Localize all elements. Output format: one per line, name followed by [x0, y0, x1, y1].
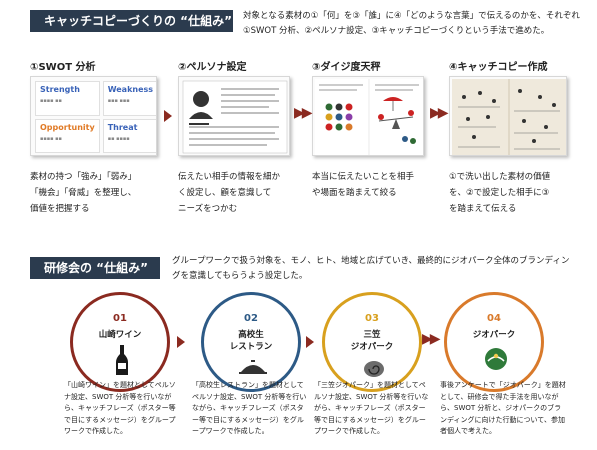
workshop-label: 三笠ジオパーク	[350, 330, 394, 352]
wine-bottle-icon	[116, 345, 128, 375]
workshop-number: 01	[113, 313, 127, 324]
swot-opportunity: Opportunity▪▪▪▪ ▪▪	[35, 118, 100, 153]
step-title-balance: ③ダイジ度天秤	[312, 62, 381, 73]
workshop-circle-1: 01 山崎ワイン	[70, 292, 170, 392]
fossil-icon	[364, 361, 384, 377]
workshop-label: 山崎ワイン	[98, 330, 142, 340]
balance-sheet-image	[315, 79, 423, 155]
section1-intro: 対象となる素材の①「何」を③「誰」に④「どのような言葉」で伝えるのかを、それぞれ…	[243, 11, 580, 36]
step-desc-balance: 本当に伝えたいことを相手や場面を踏まえて絞る	[312, 172, 415, 198]
section2-header: 研修会の “仕組み”	[30, 257, 160, 279]
persona-thumbnail	[178, 76, 290, 156]
workshop-number: 03	[365, 313, 379, 324]
swot-weakness: Weakness▪▪▪ ▪▪▪	[102, 81, 156, 116]
step-arrow-1	[164, 110, 172, 122]
workshop-label: 高校生レストラン	[229, 330, 273, 352]
workshop-circle-3: 03 三笠ジオパーク	[322, 292, 422, 392]
balance-thumbnail	[312, 76, 424, 156]
section1-header: キャッチコピーづくりの “仕組み”	[30, 10, 233, 32]
workshop-arrow-3: ▶▶	[422, 331, 440, 347]
workshop-arrow-1	[177, 336, 185, 348]
workshop-desc-3: 「三笠ジオパーク」を題材としてペルソナ設定、SWOT 分析等を行いながら、キャッ…	[314, 381, 429, 435]
restaurant-tray-icon	[239, 360, 267, 374]
workshop-label: ジオパーク	[472, 330, 516, 340]
workshop-circle-4: 04 ジオパーク	[444, 292, 544, 392]
section2-intro: グループワークで扱う対象を、モノ、ヒト、地域と広げていき、最終的にジオパーク全体…	[172, 256, 570, 281]
persona-sheet-image	[182, 80, 288, 154]
workshop-number: 04	[487, 313, 501, 324]
step-desc-swot: 素材の持つ「強み」「弱み」「機会」「脅威」を整理し、価値を把握する	[30, 172, 137, 214]
step-title-catchcopy: ④キャッチコピー作成	[449, 62, 548, 73]
workshop-arrow-2	[306, 336, 314, 348]
workshop-desc-1: 「山崎ワイン」を題材としてペルソナ設定、SWOT 分析等を行いながら、キャッチフ…	[64, 381, 176, 435]
step-title-persona: ②ペルソナ設定	[178, 62, 247, 73]
step-arrow-3: ▶▶	[430, 105, 448, 121]
workshop-desc-4: 事後アンケートで「ジオパーク」を題材として、研修会で得た手法を用いながら、SWO…	[440, 381, 566, 435]
swot-threat: Threat▪▪ ▪▪▪▪	[102, 118, 156, 153]
workshop-number: 02	[244, 313, 258, 324]
workshop-desc-2: 「高校生レストラン」を題材としてペルソナ設定、SWOT 分析等を行いながら、キャ…	[192, 381, 307, 435]
step-title-swot: ①SWOT 分析	[30, 62, 96, 73]
catchcopy-sheet-image	[452, 79, 566, 155]
swot-strength: Strength▪▪▪▪ ▪▪	[35, 81, 100, 116]
geopark-logo-icon	[485, 348, 507, 370]
workshop-circle-2: 02 高校生レストラン	[201, 292, 301, 392]
catchcopy-thumbnail	[449, 76, 567, 156]
step-desc-persona: 伝えたい相手の情報を細かく設定し、顧を意識してニーズをつかむ	[178, 172, 281, 214]
swot-thumbnail: Strength▪▪▪▪ ▪▪ Weakness▪▪▪ ▪▪▪ Opportun…	[30, 76, 157, 156]
step-arrow-2: ▶▶	[294, 105, 312, 121]
